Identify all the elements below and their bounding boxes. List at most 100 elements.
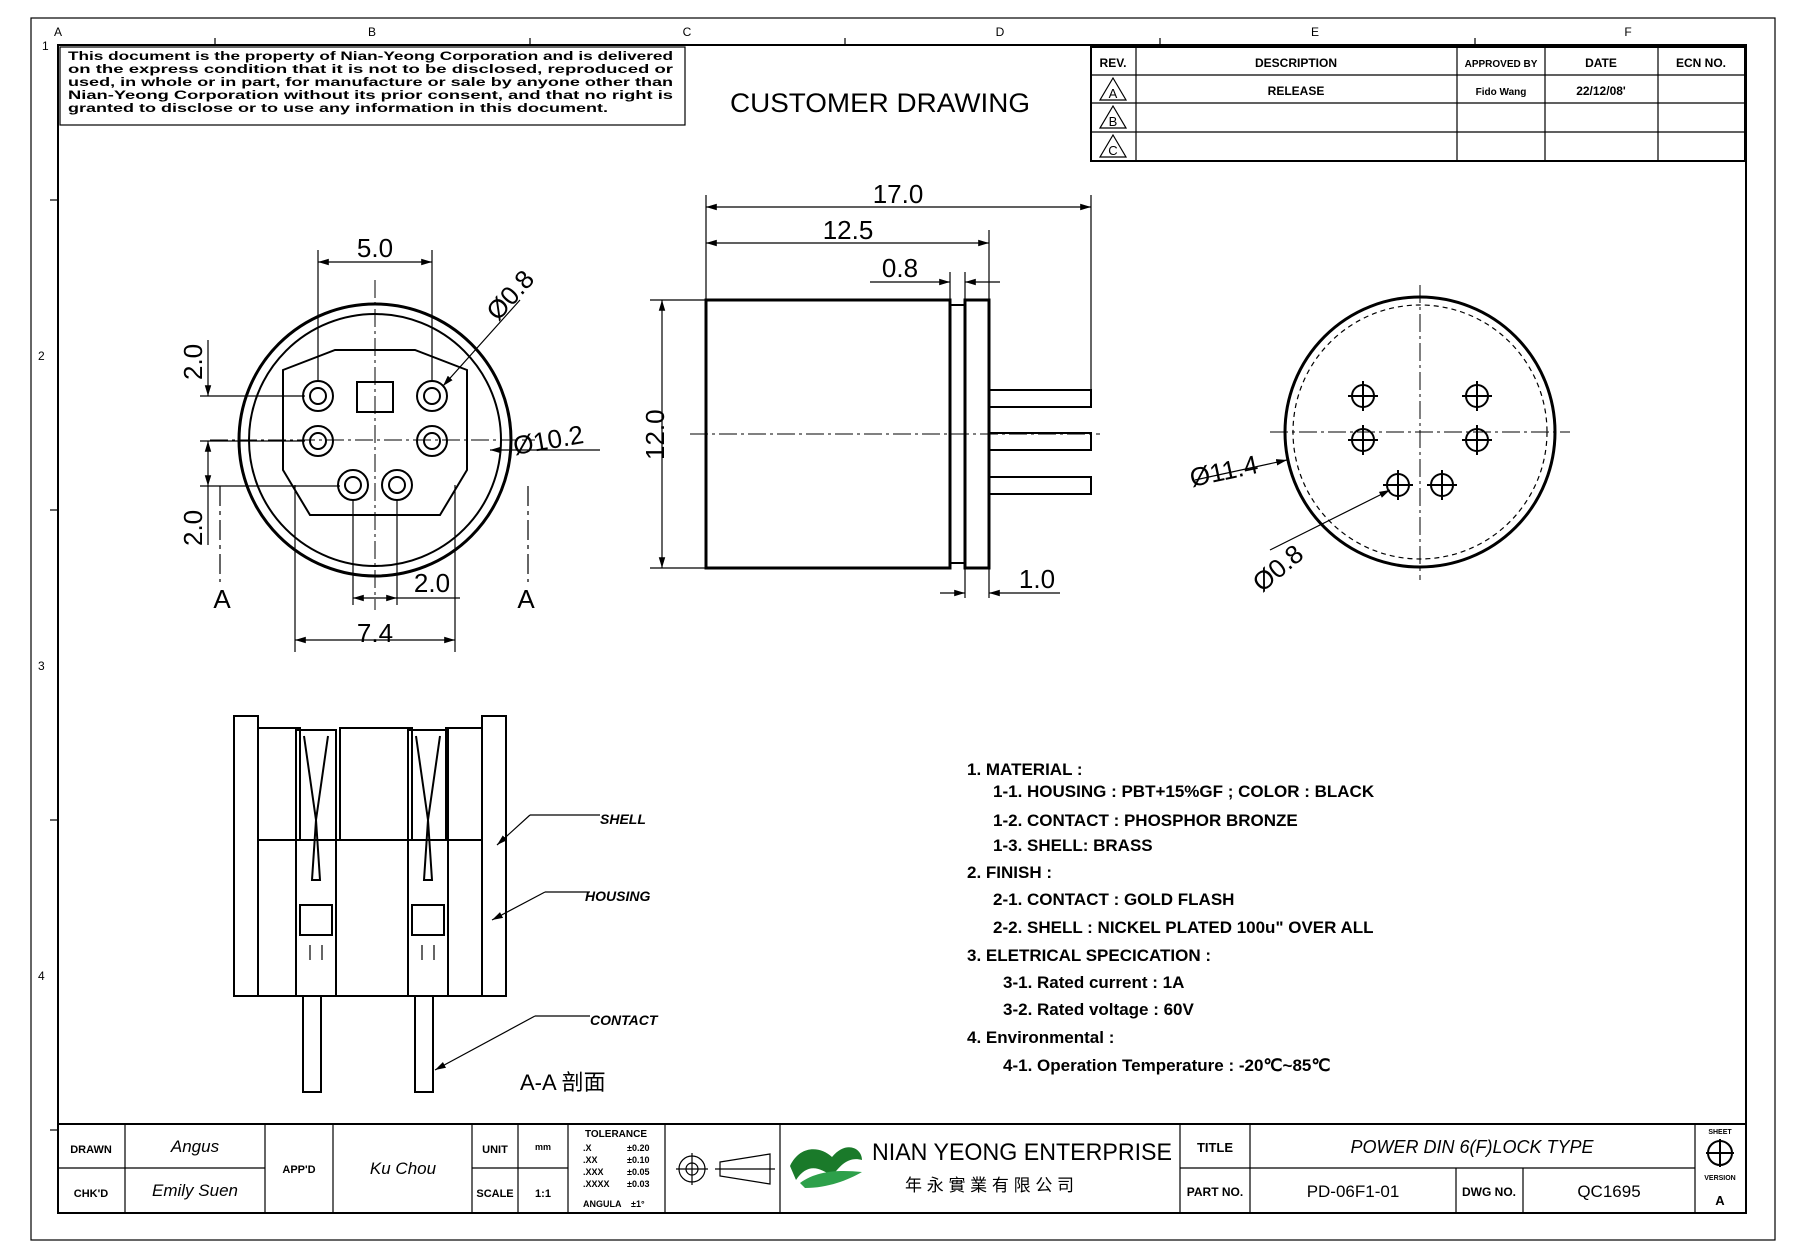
dim-front-pin-dia: Ø0.8 [480,264,540,326]
unit-label: UNIT [482,1144,508,1156]
svg-text:DESCRIPTION: DESCRIPTION [1255,56,1337,70]
zone-letter: F [1624,25,1631,39]
drawing-title: CUSTOMER DRAWING [730,88,1030,118]
svg-text:C: C [1108,143,1117,158]
zone-number: 4 [38,969,45,983]
zone-letter: C [683,25,692,39]
company-name: NIAN YEONG ENTERPRISE [872,1139,1172,1166]
title-block: DRAWN Angus CHK'D Emily Suen APP'D Ku Ch… [57,1123,1747,1214]
note-line: 2-2. SHELL : NICKEL PLATED 100u" OVER AL… [993,918,1374,937]
dim-front-width: 5.0 [357,233,393,263]
svg-text:used, in whole or in part, for: used, in whole or in part, for manufactu… [68,77,673,89]
section-label-right: A [517,584,535,614]
callout-shell: SHELL [600,811,646,827]
note-line: 3-1. Rated current : 1A [1003,973,1184,992]
zone-ticks [50,38,1476,1131]
svg-text:granted to disclose or to use: granted to disclose or to use any inform… [68,103,608,115]
tolerance-key: .XX [583,1155,598,1165]
company-logo [790,1147,862,1188]
svg-text:REV.: REV. [1100,56,1127,70]
callout-contact: CONTACT [590,1012,659,1028]
company-name-cn: 年 永 實 業 有 限 公 司 [905,1176,1074,1195]
dim-rear-outer-dia: Ø11.4 [1187,449,1261,493]
svg-text:This document is the property: This document is the property of Nian-Ye… [68,51,673,63]
svg-text:RELEASE: RELEASE [1268,84,1325,98]
partno-label: PART NO. [1187,1185,1243,1199]
zone-letter: E [1311,25,1319,39]
note-line: 1. MATERIAL : [967,760,1083,779]
front-view: 5.0 Ø0.8 2.0 2.0 Ø10.2 2.0 7.4 A A [178,233,600,652]
scale-label: SCALE [476,1188,513,1200]
projection-symbol-icon [676,1153,775,1185]
unit-value: mm [535,1142,551,1152]
appd-label: APP'D [282,1164,315,1176]
note-line: 4-1. Operation Temperature : -20℃~85℃ [1003,1056,1330,1075]
inner-border [57,44,1747,1214]
scale-value: 1:1 [535,1188,551,1200]
revision-table: REV. DESCRIPTION APPROVED BY DATE ECN NO… [1090,46,1746,162]
dim-side-height: 12.0 [640,409,670,460]
tolerance-key: .X [583,1143,592,1153]
side-view: 17.0 12.5 0.8 12.0 1.0 [640,179,1100,598]
section-caption: A-A 剖面 [520,1070,606,1095]
note-line: 2-1. CONTACT : GOLD FLASH [993,890,1234,909]
zone-number: 3 [38,659,45,673]
note-line: 1-3. SHELL: BRASS [993,836,1153,855]
zone-letter: D [996,25,1005,39]
dim-side-bottom: 1.0 [1019,564,1055,594]
section-view: SHELL HOUSING CONTACT A-A 剖面 [233,715,659,1095]
dim-rear-pin-dia: Ø0.8 [1247,538,1309,597]
note-line: 1-2. CONTACT : PHOSPHOR BRONZE [993,811,1298,830]
svg-text:Nian-Yeong Corporation without: Nian-Yeong Corporation without its prior… [68,90,673,102]
dwgno-label: DWG NO. [1462,1185,1516,1199]
title-value: POWER DIN 6(F)LOCK TYPE [1350,1137,1594,1157]
tolerance-value: ±1° [631,1199,645,1209]
svg-text:Fido Wang: Fido Wang [1476,87,1527,98]
appd-value: Ku Chou [370,1159,437,1178]
partno-value: PD-06F1-01 [1307,1182,1400,1201]
note-line: 1-1. HOUSING : PBT+15%GF ; COLOR : BLACK [993,782,1375,801]
zone-letter: B [368,25,376,39]
outer-border [30,17,1776,1241]
svg-text:B: B [1109,114,1118,129]
version-value: A [1715,1193,1725,1208]
dim-side-body: 12.5 [823,215,874,245]
tolerance-key: .XXX [583,1167,604,1177]
rear-view: Ø11.4 Ø0.8 [1187,285,1570,598]
version-label: VERSION [1704,1175,1736,1182]
tolerance-value: ±0.10 [627,1155,649,1165]
svg-text:22/12/08': 22/12/08' [1576,84,1626,98]
tolerance-key: .XXXX [583,1179,610,1189]
zone-letter: A [54,25,62,39]
chkd-value: Emily Suen [152,1181,238,1200]
dim-front-bottom-small: 2.0 [414,568,450,598]
tolerance-title: TOLERANCE [585,1129,647,1140]
section-label-left: A [213,584,231,614]
tolerance-value: ±0.03 [627,1179,649,1189]
tolerance-value: ±0.20 [627,1143,649,1153]
dwgno-value: QC1695 [1577,1182,1640,1201]
notice-box [59,46,686,126]
svg-text:on the express condition tha: on the express condition that it is not … [68,64,674,76]
dim-side-flange: 0.8 [882,253,918,283]
tolerance-key: ANGULA [583,1199,622,1209]
note-line: 4. Environmental : [967,1028,1114,1047]
callout-housing: HOUSING [585,888,650,904]
note-line: 3. ELETRICAL SPECICATION : [967,946,1211,965]
note-line: 2. FINISH : [967,863,1052,882]
zone-number: 2 [38,349,45,363]
svg-text:APPROVED BY: APPROVED BY [1465,59,1538,70]
zone-number: 1 [42,39,49,53]
notice-text: This document is the property of Nian-Ye… [68,51,674,115]
dim-front-bottom-wide: 7.4 [357,618,393,648]
drawn-label: DRAWN [70,1144,112,1156]
chkd-label: CHK'D [74,1188,108,1200]
dim-front-outer-dia: Ø10.2 [511,419,586,461]
svg-text:A: A [1109,86,1118,101]
svg-text:DATE: DATE [1585,56,1617,70]
drawn-value: Angus [170,1137,220,1156]
material-notes: 1. MATERIAL : 1-1. HOUSING : PBT+15%GF ;… [967,760,1375,1075]
title-label: TITLE [1197,1140,1233,1155]
dim-front-left-top: 2.0 [178,344,208,380]
